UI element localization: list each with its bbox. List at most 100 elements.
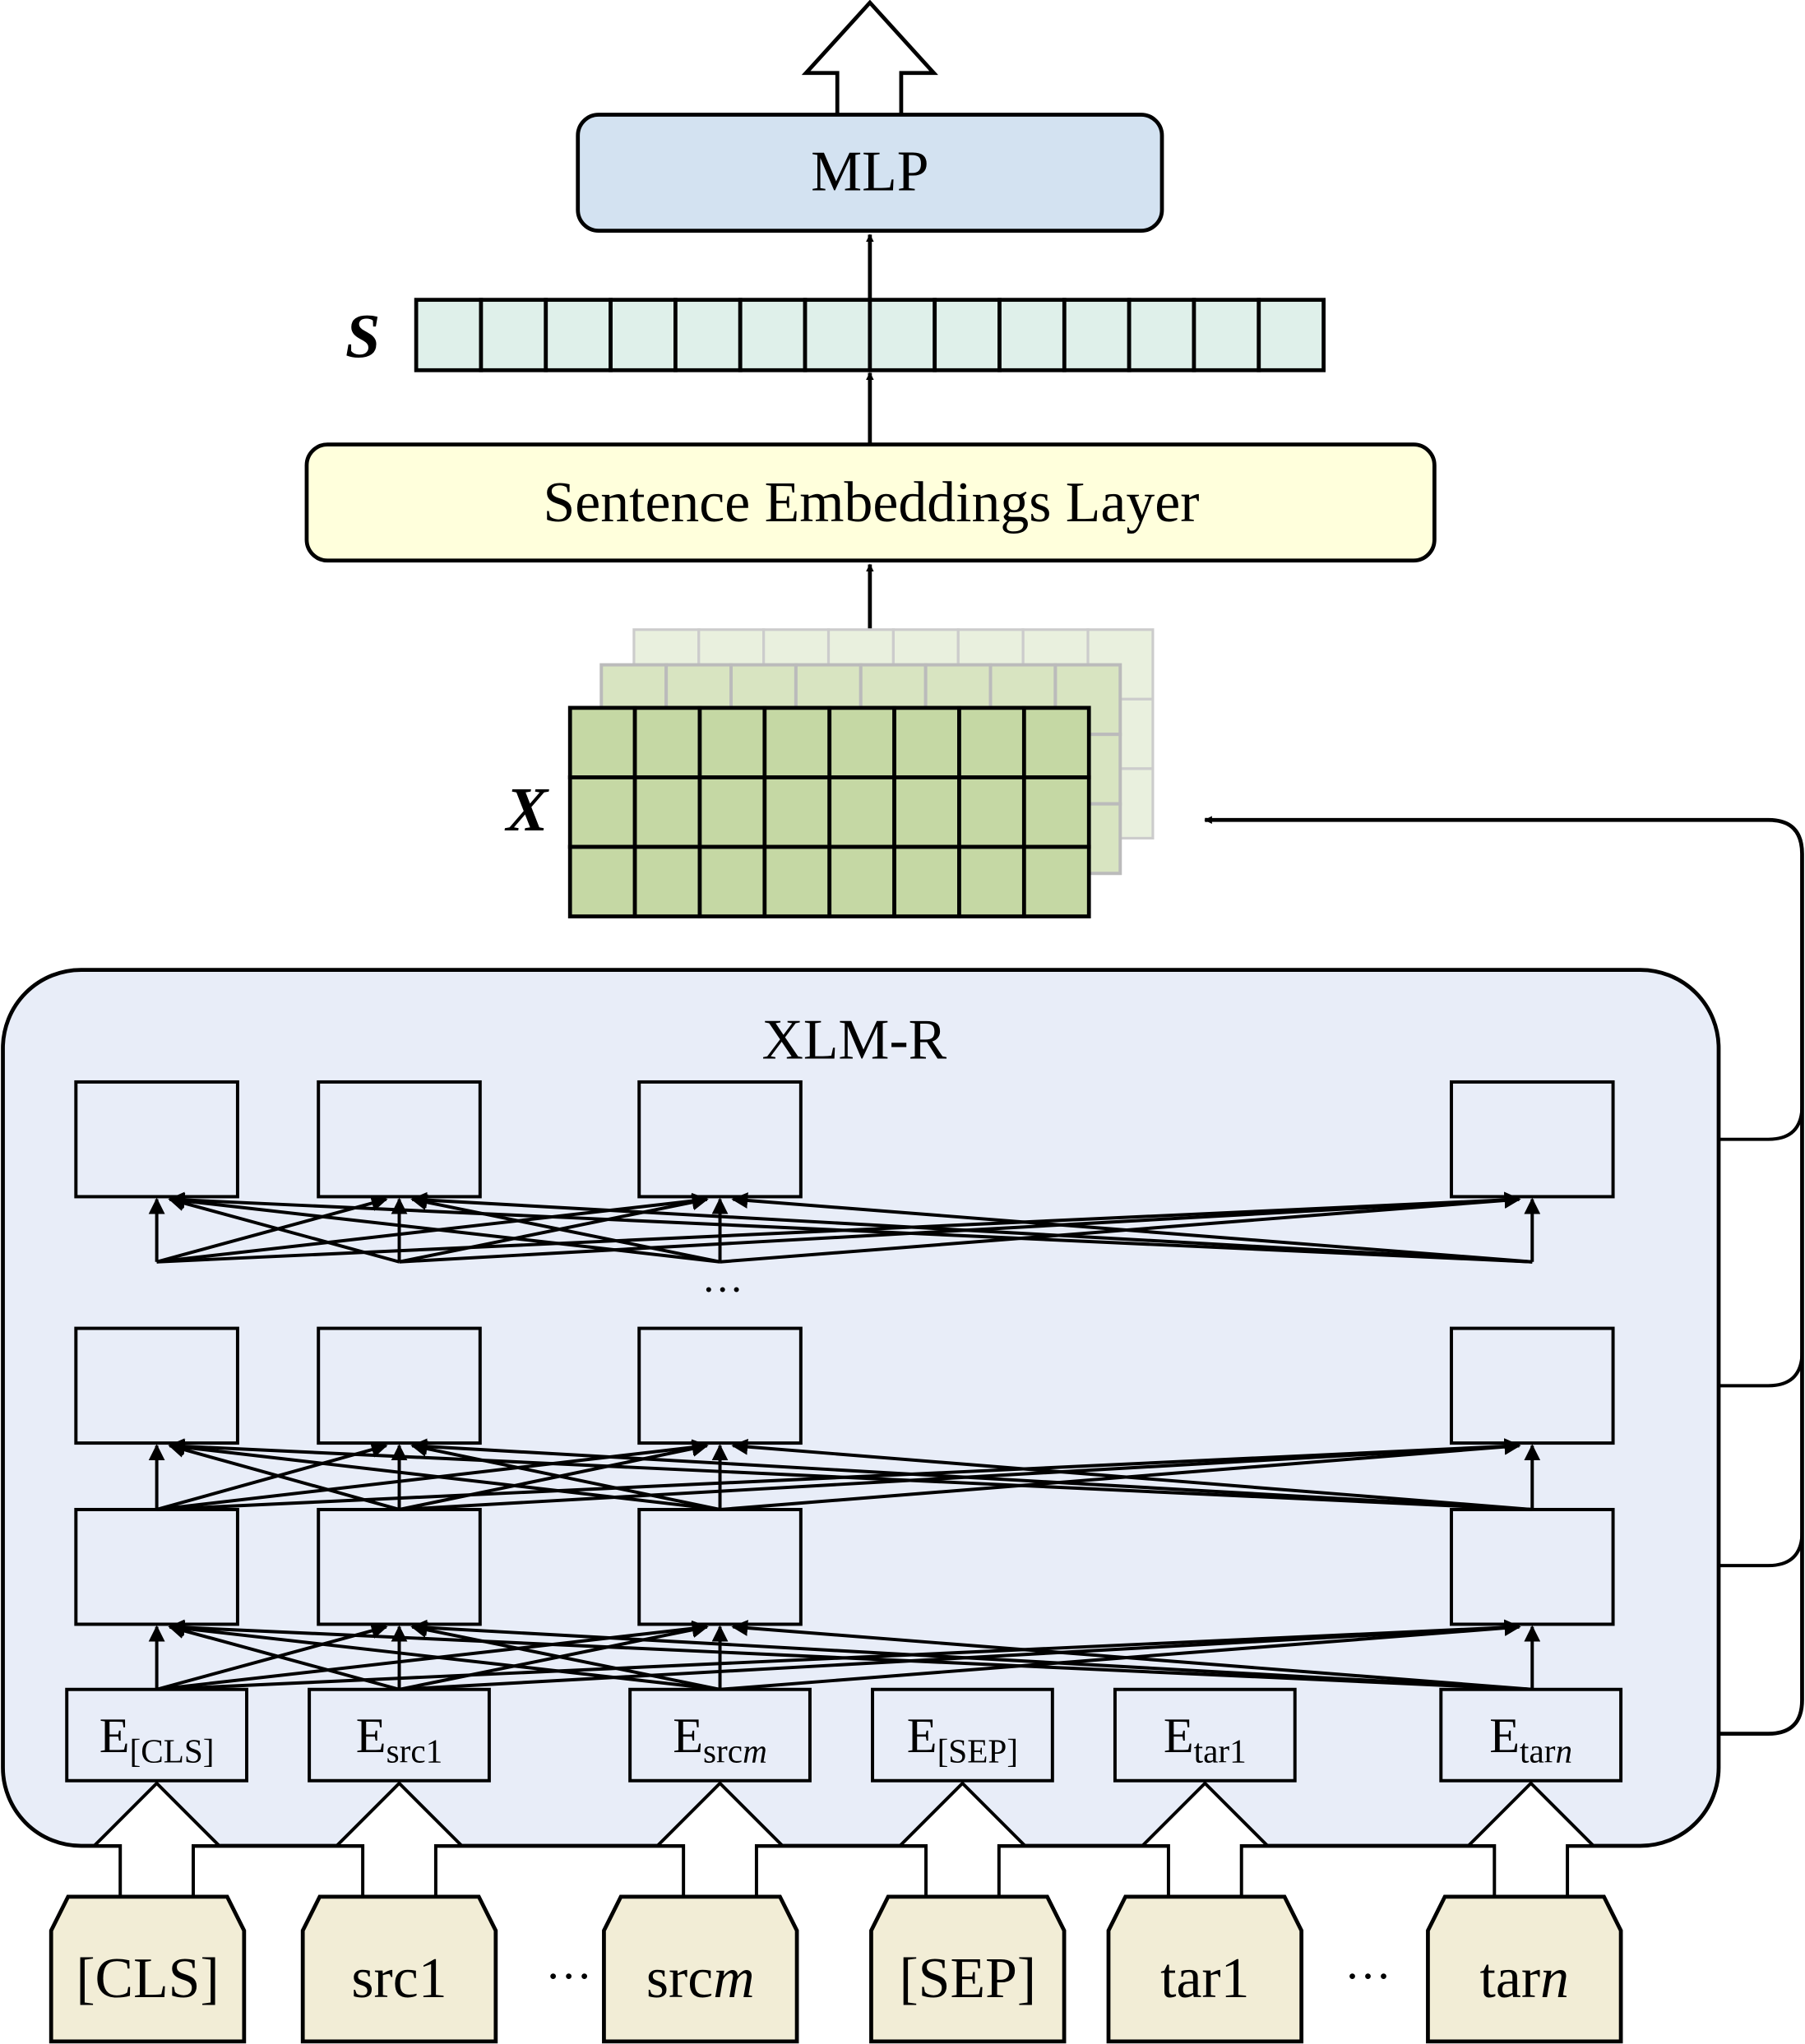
token-label: tarn — [1480, 1947, 1569, 2010]
sentence-embeddings-layer-label: Sentence Embeddings Layer — [543, 471, 1199, 534]
token-label: srcm — [646, 1947, 755, 2010]
input-arrow-icon — [90, 1781, 224, 1897]
mlp-block: MLP — [576, 113, 1164, 234]
sentence-vector-label: S — [345, 302, 380, 371]
attention-edge — [410, 1621, 720, 1691]
attention-edge — [399, 1194, 709, 1264]
token-box — [602, 1894, 799, 2044]
sentence-vector-cell — [997, 298, 1067, 372]
hidden-state-cell — [892, 705, 961, 779]
sentence-vector-cell — [1127, 298, 1196, 372]
hidden-states-stack: X — [505, 628, 1155, 918]
hidden-state-cell — [697, 705, 767, 779]
attention-edge — [731, 1192, 1533, 1264]
attention-edge — [731, 1438, 1533, 1511]
hidden-state-cell — [827, 705, 896, 779]
embedding-box — [65, 1687, 248, 1783]
embedding-box — [308, 1687, 491, 1783]
transformer-node — [637, 1507, 803, 1626]
attention-edge — [410, 1619, 1533, 1691]
attention-edge — [168, 1439, 720, 1511]
attention-edge — [168, 1619, 1533, 1691]
hidden-state-cell — [1021, 844, 1091, 918]
embedding-label: Etarn — [1489, 1709, 1572, 1770]
embedding-box — [1439, 1687, 1623, 1783]
input-arrow-icon — [896, 1781, 1030, 1897]
sentence-vector-cell — [1062, 298, 1132, 372]
transformer-node — [317, 1080, 482, 1199]
transformer-node — [1449, 1080, 1615, 1199]
embedding-label: Etar1 — [1164, 1709, 1247, 1770]
output-arrow-icon — [801, 0, 938, 115]
attention-edge — [168, 1191, 1533, 1264]
hidden-state-cell — [957, 844, 1026, 918]
attention-edge — [168, 1195, 400, 1264]
token-box — [869, 1894, 1067, 2044]
token-label: src1 — [351, 1947, 447, 2010]
attention-edge — [156, 1622, 388, 1691]
attention-edge — [410, 1194, 720, 1264]
hidden-state-cell — [1021, 775, 1091, 849]
hidden-states-label: X — [505, 775, 550, 844]
hidden-state-cell — [1021, 705, 1091, 779]
hidden-state-cell — [892, 844, 961, 918]
sentence-vector: S — [345, 298, 1326, 372]
input-arrow-icon — [1138, 1781, 1272, 1897]
token-box — [1106, 1894, 1304, 2044]
transformer-node — [317, 1507, 482, 1626]
attention-edge — [168, 1438, 1533, 1511]
attention-edge — [399, 1441, 709, 1511]
token-label: [CLS] — [76, 1947, 219, 2010]
hidden-state-cell — [762, 844, 832, 918]
hidden-state-cell — [762, 775, 832, 849]
hidden-state-cell — [762, 705, 832, 779]
embedding-label: Esrcm — [673, 1709, 767, 1770]
attention-edge — [156, 1441, 388, 1511]
token-label: tar1 — [1160, 1947, 1249, 2010]
attention-edge — [410, 1441, 720, 1511]
hidden-state-cell — [957, 775, 1026, 849]
attention-edge — [168, 1441, 400, 1511]
hidden-state-cell — [827, 775, 896, 849]
hidden-state-cell — [697, 844, 767, 918]
hidden-state-cell — [892, 775, 961, 849]
hidden-state-cell — [632, 844, 702, 918]
transformer-node — [74, 1080, 239, 1199]
transformer-node — [1449, 1507, 1615, 1626]
input-arrow-icon — [653, 1781, 787, 1897]
token-box — [300, 1894, 498, 2044]
hidden-state-cell — [567, 775, 637, 849]
input-arrow-icon — [1464, 1781, 1598, 1897]
hidden-state-cell — [567, 705, 637, 779]
transformer-node — [1449, 1326, 1615, 1445]
sentence-vector-cell — [414, 298, 484, 372]
token-box — [1426, 1894, 1623, 2044]
embedding-box — [628, 1687, 812, 1783]
token-label: [SEP] — [899, 1947, 1036, 2010]
hidden-state-cell — [567, 844, 637, 918]
sentence-vector-cell — [544, 298, 613, 372]
attention-edge — [399, 1621, 709, 1691]
attention-edge — [410, 1438, 1533, 1511]
token-ellipsis-2: ··· — [1344, 1951, 1391, 2003]
transformer-node — [637, 1080, 803, 1199]
sentence-vector-cell — [1192, 298, 1261, 372]
attention-edge — [168, 1622, 400, 1691]
embedding-label: E[SEP] — [907, 1709, 1018, 1770]
sentence-vector-cell — [1257, 298, 1326, 372]
input-tokens: [CLS] src1 srcm [SEP] tar1 tarn — [49, 1894, 1623, 2044]
hidden-state-layer-front — [567, 705, 1091, 918]
attention-edge — [731, 1620, 1533, 1691]
transformer-node — [317, 1326, 482, 1445]
input-arrow-icon — [332, 1781, 466, 1897]
sentence-vector-cell — [933, 298, 1002, 372]
transformer-node — [74, 1507, 239, 1626]
sentence-vector-cell — [803, 298, 872, 372]
attention-edge — [156, 1195, 388, 1264]
hidden-state-cell — [697, 775, 767, 849]
embedding-label: Esrc1 — [356, 1709, 442, 1770]
attention-edge — [410, 1191, 1533, 1264]
sentence-vector-cell — [673, 298, 743, 372]
